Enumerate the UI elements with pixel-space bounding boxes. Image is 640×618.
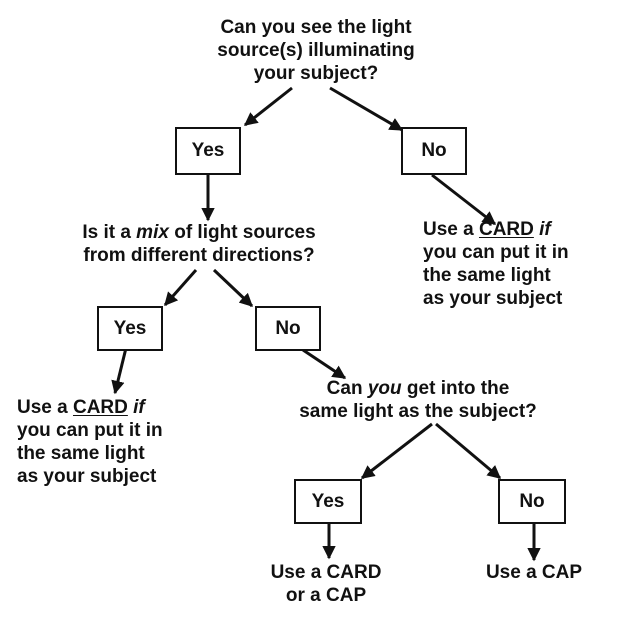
question-line: source(s) illuminating — [217, 40, 415, 61]
text-segment: Use a — [423, 219, 479, 240]
question-line: same light as the subject? — [299, 401, 537, 422]
result-line: you can put it in — [423, 242, 569, 263]
result-line: Use a CAP — [485, 562, 583, 583]
text-segment: of light sources — [168, 222, 316, 243]
text-segment: Can — [326, 378, 368, 399]
answer-label: No — [421, 140, 447, 161]
arrow-q2-to-yes — [163, 269, 198, 307]
question-line: your subject? — [253, 63, 379, 84]
result-use-card-left: Use a CARD if you can put it in the same… — [17, 396, 163, 488]
question-line: Can you see the light — [220, 17, 412, 38]
result-use-cap: Use a CAP — [486, 561, 582, 584]
answer-label: No — [275, 317, 301, 339]
result-line: the same light — [423, 265, 551, 286]
result-line: Use a CARD if — [17, 396, 163, 419]
answer-no-box: No — [255, 306, 321, 351]
answer-yes-box: Yes — [175, 127, 241, 175]
result-line: or a CAP — [285, 585, 367, 606]
result-line: Use a CARD if — [423, 218, 569, 241]
result-line: you can put it in — [17, 420, 163, 441]
question-mix-of-sources: Is it a mix of light sources from differ… — [82, 221, 315, 267]
arrow-q3-to-no — [435, 422, 502, 480]
emphasis-text: if — [133, 397, 145, 418]
result-line: Use a CARD — [270, 562, 382, 583]
arrow-q1-to-no — [329, 86, 404, 132]
answer-no-box: No — [401, 127, 467, 175]
result-line: as your subject — [17, 466, 157, 487]
card-term: CARD — [478, 219, 534, 240]
arrow-no-to-result — [431, 173, 497, 226]
question-line: Can you get into the — [299, 377, 537, 400]
answer-no-box: No — [498, 479, 566, 524]
result-line: as your subject — [423, 288, 563, 309]
text-segment: Use a — [17, 397, 73, 418]
answer-label: No — [519, 490, 545, 512]
emphasis-text: if — [539, 219, 551, 240]
question-line: Is it a mix of light sources — [82, 221, 315, 244]
emphasis-text: mix — [136, 222, 169, 243]
answer-label: Yes — [311, 490, 345, 512]
question-see-light-sources: Can you see the light source(s) illumina… — [217, 16, 414, 85]
answer-yes-box: Yes — [294, 479, 362, 524]
card-term: CARD — [72, 397, 128, 418]
answer-label: Yes — [113, 317, 147, 339]
arrow-yes-to-result-left — [111, 347, 128, 395]
arrow-no-to-q3 — [302, 348, 347, 380]
result-line: the same light — [17, 443, 145, 464]
answer-label: Yes — [191, 140, 225, 161]
text-segment: Is it a — [82, 222, 137, 243]
arrow-q1-to-yes — [243, 86, 293, 127]
arrow-q2-to-no — [212, 268, 254, 308]
result-use-card-right: Use a CARD if you can put it in the same… — [423, 218, 569, 310]
question-can-you-get-into-light: Can you get into the same light as the s… — [299, 377, 537, 423]
arrow-q3-to-yes — [360, 422, 433, 480]
answer-yes-box: Yes — [97, 306, 163, 351]
question-line: from different directions? — [83, 245, 315, 266]
emphasis-text: you — [367, 378, 402, 399]
result-card-or-cap: Use a CARD or a CAP — [271, 561, 382, 607]
text-segment: get into the — [401, 378, 510, 399]
